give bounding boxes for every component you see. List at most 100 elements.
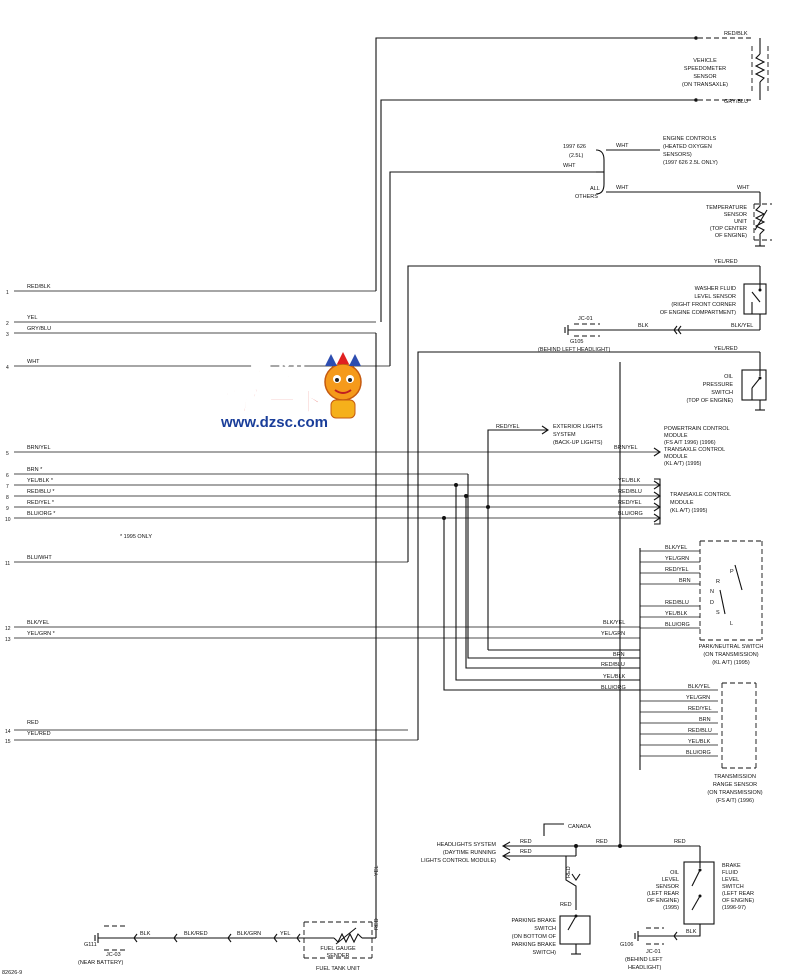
- svg-text:SYSTEM: SYSTEM: [553, 432, 576, 438]
- svg-text:(LEFT REAR: (LEFT REAR: [722, 891, 754, 897]
- svg-text:(1996-97): (1996-97): [722, 905, 746, 911]
- svg-text:GRY/BLU: GRY/BLU: [724, 99, 748, 105]
- svg-text:1997 626: 1997 626: [563, 144, 586, 150]
- svg-text:SENDER: SENDER: [327, 953, 350, 959]
- parking-brake-switch: RED RED PARKING BRAKE SWITCH (ON BOTTOM …: [511, 856, 591, 956]
- engine-controls-branch: 1997 626 (2.5L) WHT ALL OTHERS WHT WHT W…: [563, 136, 760, 200]
- svg-text:BLK: BLK: [686, 929, 697, 935]
- svg-text:(LEFT REAR: (LEFT REAR: [647, 891, 679, 897]
- svg-text:YEL/BLK *: YEL/BLK *: [27, 478, 54, 484]
- svg-text:RED: RED: [520, 849, 532, 855]
- svg-text:SENSOR: SENSOR: [693, 74, 716, 80]
- svg-text:BLK/RED: BLK/RED: [184, 931, 208, 937]
- oil-level-brake-fluid: OIL LEVEL SENSOR (LEFT REAR OF ENGINE) (…: [620, 856, 754, 971]
- svg-text:RED: RED: [520, 839, 532, 845]
- svg-text:10: 10: [5, 517, 11, 523]
- svg-text:LEVEL: LEVEL: [722, 877, 739, 883]
- svg-text:P: P: [730, 569, 734, 575]
- svg-text:SWITCH: SWITCH: [711, 390, 733, 396]
- svg-text:EXTERIOR LIGHTS: EXTERIOR LIGHTS: [553, 424, 603, 430]
- svg-text:LEVEL: LEVEL: [662, 877, 679, 883]
- svg-text:(FS A/T) (1996): (FS A/T) (1996): [716, 798, 754, 804]
- svg-text:(KL A/T) (1995): (KL A/T) (1995): [712, 660, 750, 666]
- svg-text:BRN/YEL: BRN/YEL: [27, 445, 51, 451]
- svg-text:YEL/GRN: YEL/GRN: [686, 695, 710, 701]
- svg-text:L: L: [730, 621, 733, 627]
- svg-text:MODULE: MODULE: [670, 500, 694, 506]
- svg-text:RED/BLK: RED/BLK: [27, 284, 51, 290]
- headlights-branch: CANADA RED RED RED RED HEADLIGHTS SYSTEM…: [421, 362, 701, 864]
- svg-text:YEL/BLK: YEL/BLK: [688, 739, 711, 745]
- svg-text:BLU/ORG: BLU/ORG: [686, 750, 711, 756]
- svg-text:7: 7: [6, 484, 9, 490]
- svg-text:RED/BLU *: RED/BLU *: [27, 489, 55, 495]
- svg-text:(BACK-UP LIGHTS): (BACK-UP LIGHTS): [553, 440, 603, 446]
- svg-text:WHT: WHT: [616, 185, 629, 191]
- svg-text:8: 8: [6, 495, 9, 501]
- svg-text:YEL/RED: YEL/RED: [714, 259, 738, 265]
- svg-text:OF ENGINE COMPARTMENT): OF ENGINE COMPARTMENT): [660, 310, 736, 316]
- figure-id: 82626-9: [2, 970, 22, 976]
- svg-text:RED: RED: [674, 839, 686, 845]
- svg-text:(TOP OF ENGINE): (TOP OF ENGINE): [686, 398, 733, 404]
- svg-text:BRN/YEL: BRN/YEL: [614, 445, 638, 451]
- transmission-range-sensor: BLK/YEL YEL/GRN RED/YEL BRN RED/BLU YEL/…: [640, 682, 763, 804]
- park-neutral-switch: BLK/YEL YEL/GRN RED/YEL BRN RED/BLU YEL/…: [640, 540, 763, 666]
- svg-text:JC-01: JC-01: [646, 949, 661, 955]
- watermark-top: 技术片: [251, 360, 312, 385]
- svg-text:(2.5L): (2.5L): [569, 153, 584, 159]
- svg-text:YEL/GRN *: YEL/GRN *: [27, 631, 56, 637]
- svg-text:(RIGHT FRONT CORNER: (RIGHT FRONT CORNER: [671, 302, 736, 308]
- footnote: * 1995 ONLY: [120, 534, 152, 540]
- watermark-title: 维库一下: [214, 387, 324, 418]
- svg-text:OF ENGINE): OF ENGINE): [715, 233, 747, 239]
- mascot-icon: [324, 352, 362, 419]
- svg-text:BLU/ORG *: BLU/ORG *: [27, 511, 56, 517]
- svg-text:POWERTRAIN CONTROL: POWERTRAIN CONTROL: [664, 426, 730, 432]
- fuel-tank-unit: FUEL GAUGE SENDER FUEL TANK UNIT RED YEL: [300, 866, 380, 972]
- svg-text:RED: RED: [27, 720, 39, 726]
- svg-text:(FS A/T 1996) (1996): (FS A/T 1996) (1996): [664, 440, 716, 446]
- bus-labels: BLK/YEL YEL/GRN BRN RED/BLU YEL/BLK BLU/…: [601, 620, 626, 691]
- svg-text:WHT: WHT: [737, 185, 750, 191]
- svg-text:(NEAR BATTERY): (NEAR BATTERY): [78, 960, 123, 966]
- svg-text:YEL/GRN: YEL/GRN: [601, 631, 625, 637]
- jc01-g105: JC-01 G105 (BEHIND LEFT HEADLIGHT): [538, 316, 610, 353]
- svg-text:BLK/YEL: BLK/YEL: [603, 620, 625, 626]
- svg-text:5: 5: [6, 451, 9, 457]
- svg-text:MODULE: MODULE: [664, 433, 688, 439]
- svg-text:BLK/YEL: BLK/YEL: [665, 545, 687, 551]
- svg-text:RED/BLK: RED/BLK: [724, 31, 748, 37]
- temperature-sensor: TEMPERATURE SENSOR UNIT (TOP CENTER OF E…: [706, 192, 772, 247]
- svg-text:(ON BOTTOM OF: (ON BOTTOM OF: [512, 934, 557, 940]
- svg-text:BRN: BRN: [699, 717, 711, 723]
- svg-text:SPEEDOMETER: SPEEDOMETER: [684, 66, 726, 72]
- svg-text:RED/YEL: RED/YEL: [618, 500, 642, 506]
- svg-text:BRN: BRN: [613, 652, 625, 658]
- svg-text:BLU/WHT: BLU/WHT: [27, 555, 52, 561]
- svg-text:RED: RED: [596, 839, 608, 845]
- svg-text:JC-01: JC-01: [578, 316, 593, 322]
- svg-text:BLK: BLK: [638, 323, 649, 329]
- svg-text:RED/BLU: RED/BLU: [688, 728, 712, 734]
- svg-text:G106: G106: [620, 942, 633, 948]
- svg-text:PARKING BRAKE: PARKING BRAKE: [511, 918, 556, 924]
- svg-text:PARKING BRAKE: PARKING BRAKE: [511, 942, 556, 948]
- svg-text:YEL/BLK: YEL/BLK: [618, 478, 641, 484]
- svg-text:(1997 626 2.5L ONLY): (1997 626 2.5L ONLY): [663, 160, 718, 166]
- svg-text:(TOP CENTER: (TOP CENTER: [710, 226, 747, 232]
- svg-text:BRAKE: BRAKE: [722, 863, 741, 869]
- svg-text:13: 13: [5, 637, 11, 643]
- svg-text:G111: G111: [84, 942, 97, 948]
- svg-text:TEMPERATURE: TEMPERATURE: [706, 205, 747, 211]
- svg-text:BLK/GRN: BLK/GRN: [237, 931, 261, 937]
- svg-text:RED/BLU: RED/BLU: [665, 600, 689, 606]
- svg-text:OIL: OIL: [670, 870, 679, 876]
- trunk-wires: [375, 37, 760, 938]
- svg-text:WHT: WHT: [616, 143, 629, 149]
- svg-text:RED: RED: [374, 918, 380, 930]
- svg-text:RED/YEL: RED/YEL: [496, 424, 520, 430]
- svg-text:1: 1: [6, 290, 9, 296]
- svg-text:BRN: BRN: [679, 578, 691, 584]
